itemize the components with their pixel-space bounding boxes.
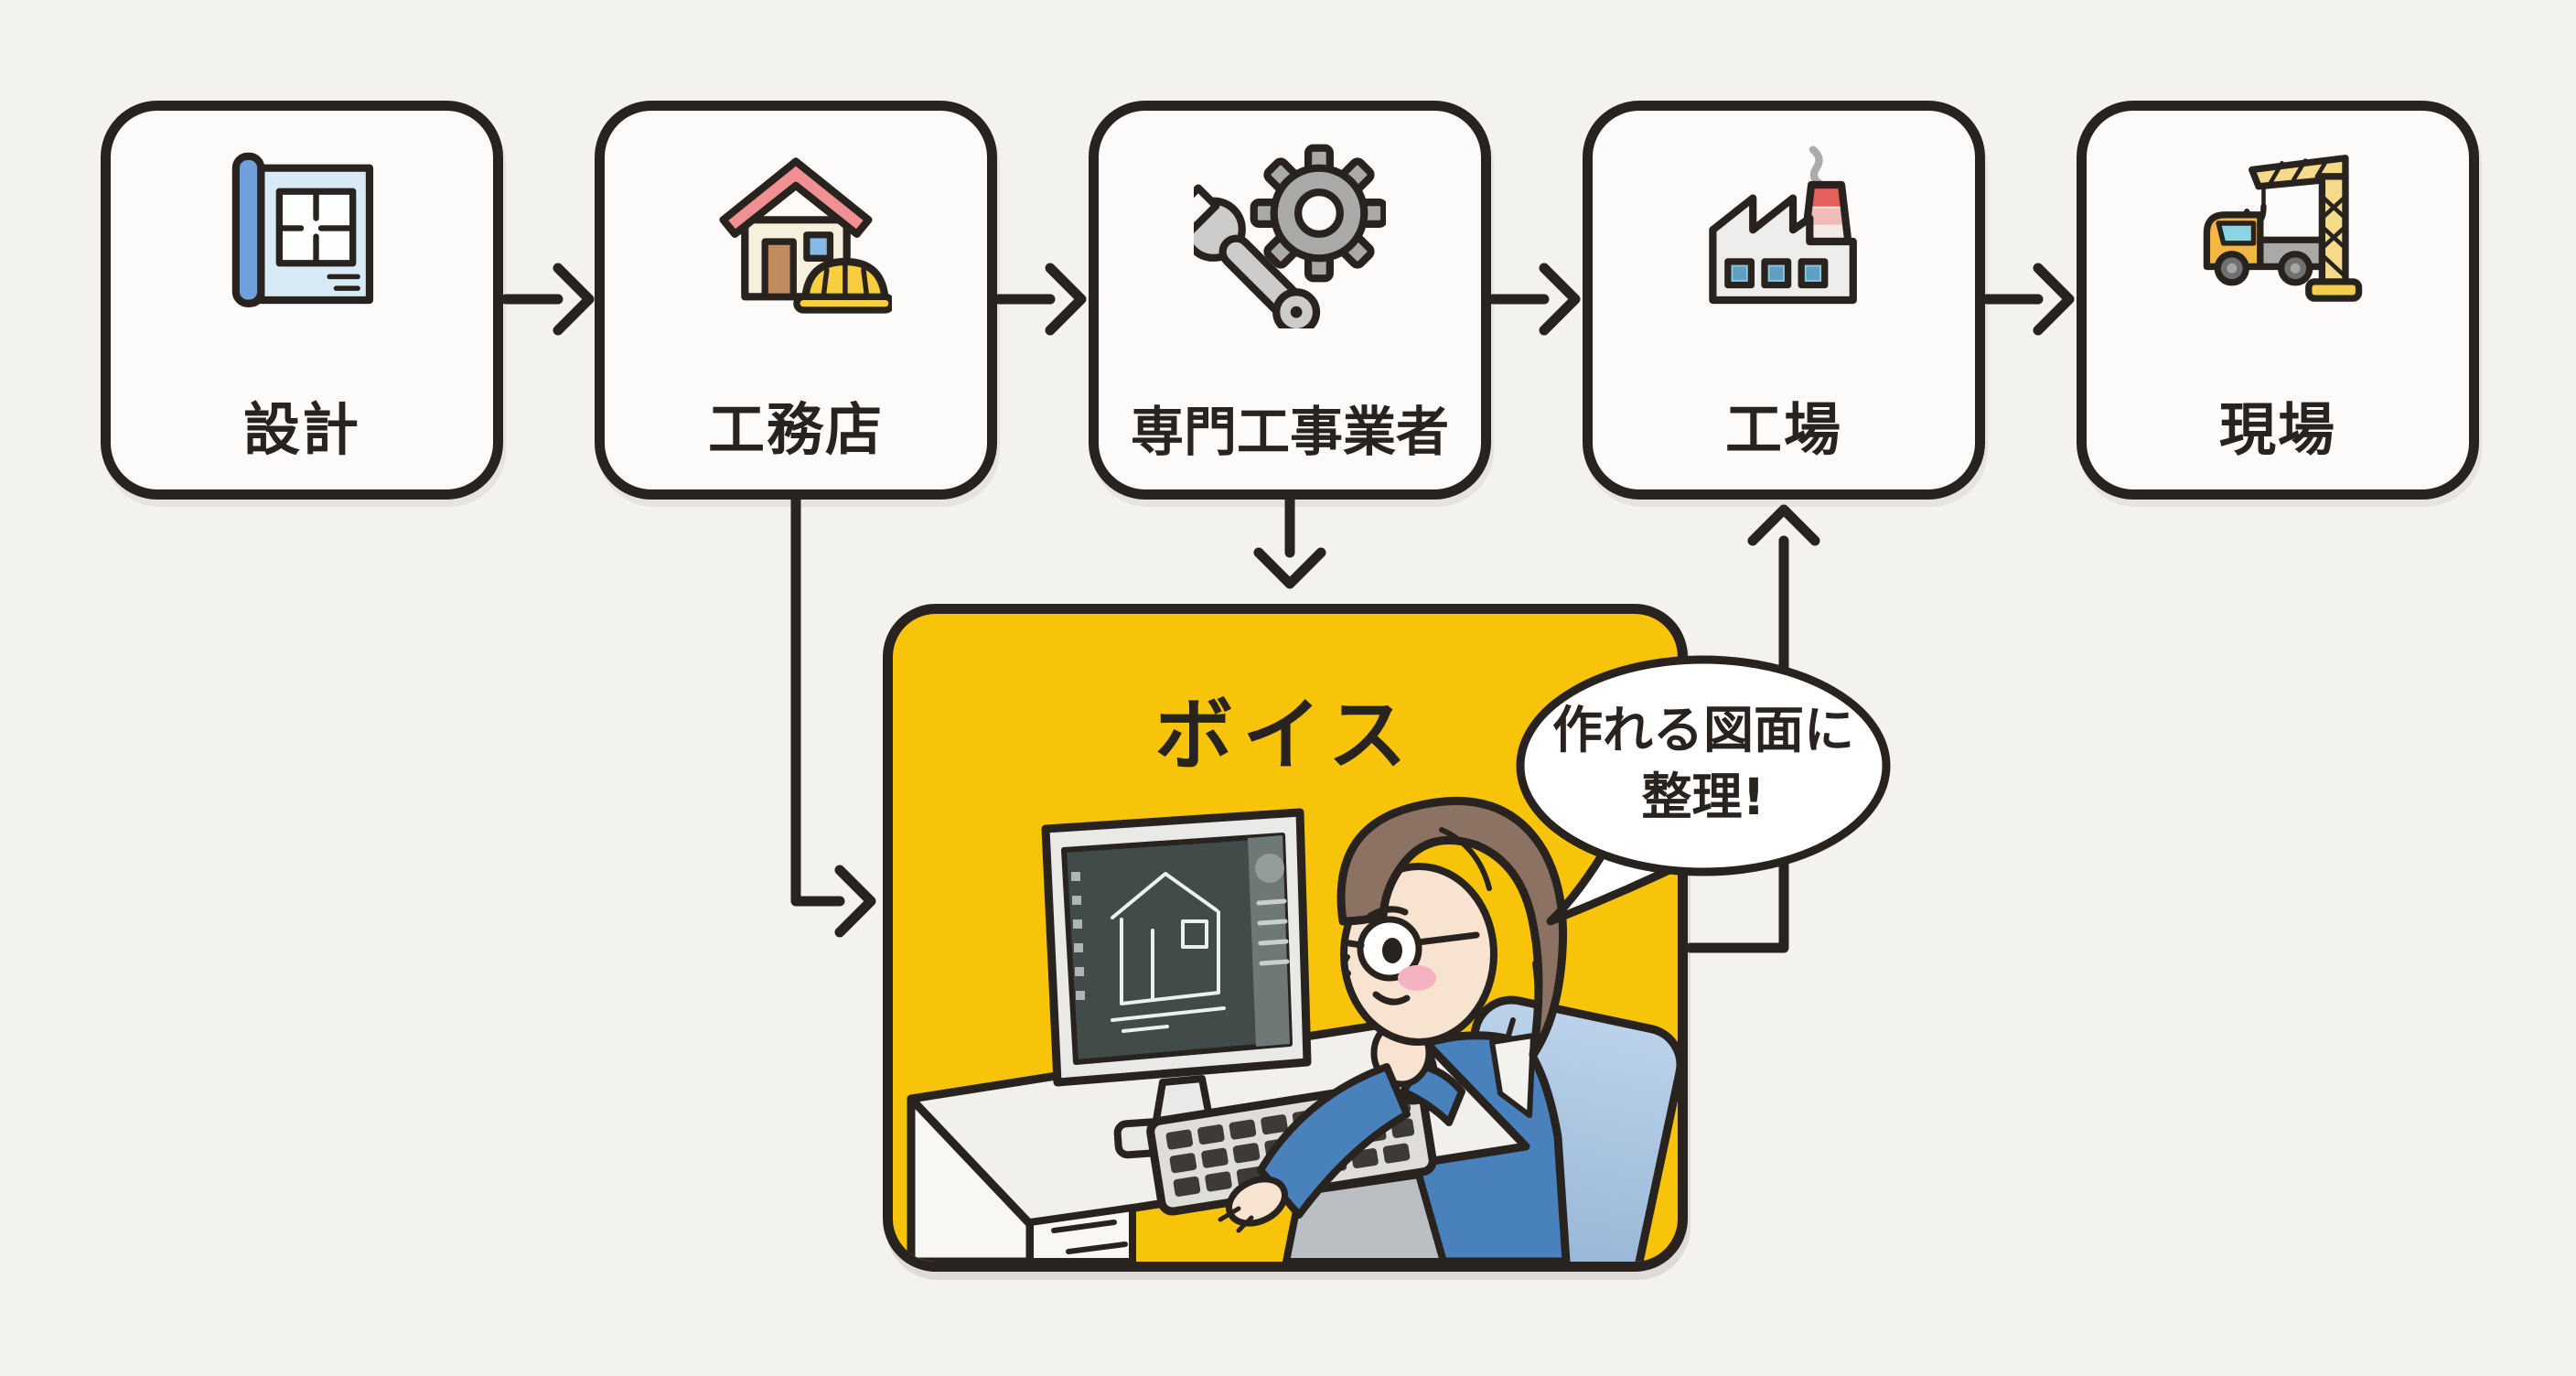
desk-left-panel [907,1094,1035,1262]
flow-box-factory: 工場 [1583,101,1985,500]
drawer-handles [1051,1220,1128,1254]
flow-box-label: 工務店 [707,396,884,463]
speech-bubble [1516,655,1891,926]
speech-bubble-line1: 作れる図面に [1551,701,1854,759]
left-hand-fingers [1218,1206,1254,1233]
speech-bubble-text: 作れる図面に 整理! [1528,697,1879,830]
cad-operator-illustration [907,796,1678,1262]
hair-strands [1439,827,1540,1047]
speech-bubble-line2: 整理! [1641,767,1766,826]
woman-hair [1336,796,1568,1059]
screen-toolbar [1071,872,1085,1000]
arrow-factory-to-site [1981,263,2075,336]
wrench-gear-icon [1194,144,1386,328]
voice-box: ボイス [883,604,1688,1272]
arrow-builder-to-voice [790,494,876,938]
mouth [1372,991,1411,1005]
voice-box-title: ボイス [1154,690,1416,781]
arrow-builder-to-contractor [993,263,1087,336]
factory-icon [1709,145,1857,305]
arrow-design-to-builder [500,263,595,336]
flow-box-label: 工場 [1724,396,1842,463]
shirt-collar [1489,1033,1536,1118]
flow-box-design: 設計 [101,101,503,500]
flow-box-builder: 工務店 [595,101,997,500]
glasses-arm [1346,931,1480,949]
flow-box-site: 現場 [2077,101,2479,500]
eye [1382,938,1402,963]
cad-house-drawing [1111,872,1226,1033]
house-helmet-icon [719,157,892,314]
flow-box-contractor: 専門工事業者 [1089,101,1491,500]
flow-box-label: 専門工事業者 [1130,401,1449,463]
flow-box-label: 現場 [2218,396,2336,463]
flow-box-label: 設計 [242,396,360,463]
truck-crane-icon [2203,155,2363,302]
eyebrow [1367,906,1409,919]
cheek-blush [1398,965,1436,991]
blueprint-icon [231,152,374,307]
speech-bubble-body [1516,655,1891,876]
screen-panel-lines [1256,898,1290,966]
arrow-contractor-to-voice [1253,494,1326,589]
nose [1341,954,1351,976]
arrow-contractor-to-factory [1487,263,1581,336]
screen-panel-circle [1255,854,1284,883]
